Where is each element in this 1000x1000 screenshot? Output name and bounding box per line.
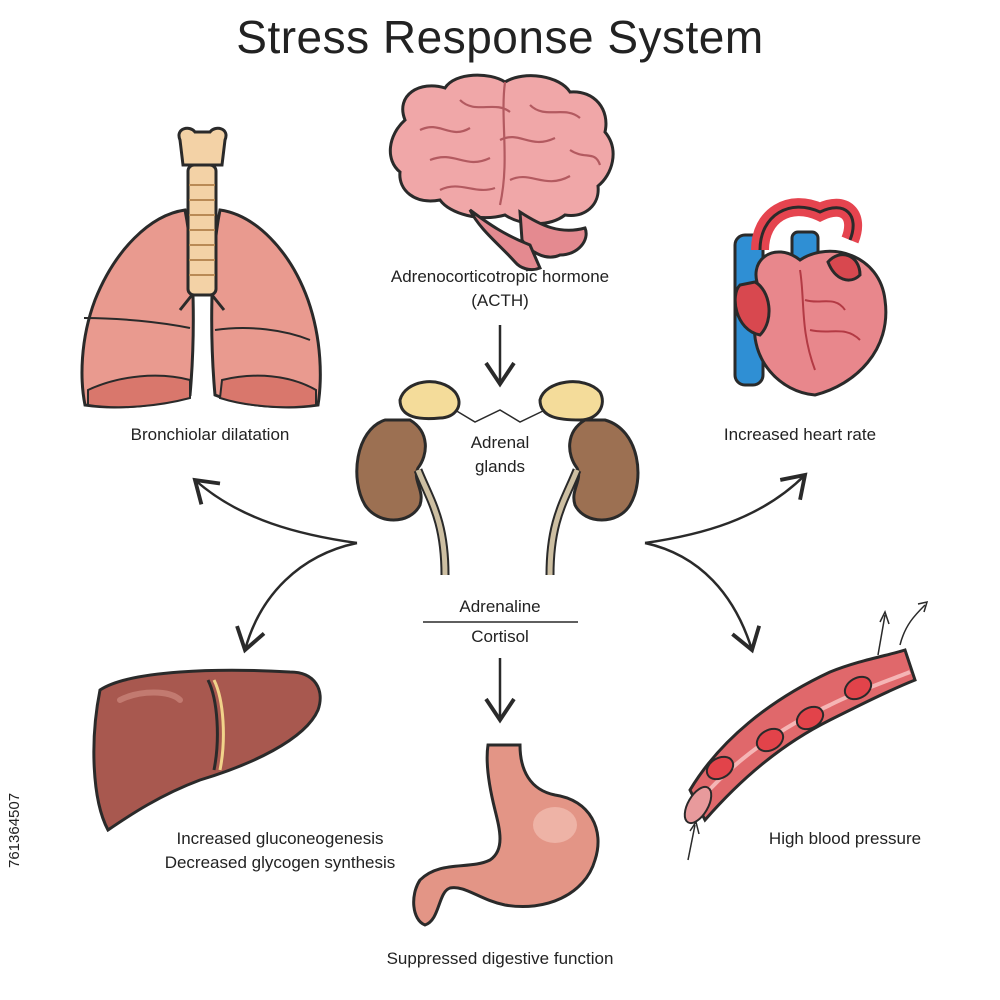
heart-illustration <box>733 198 888 397</box>
lungs-illustration <box>80 126 322 409</box>
brain-label-line2: (ACTH) <box>471 291 529 310</box>
hormone-label-cortisol: Cortisol <box>471 627 529 646</box>
liver-label-line2: Decreased glycogen synthesis <box>164 853 396 872</box>
hormone-label-adrenaline: Adrenaline <box>459 597 541 616</box>
liver-illustration <box>92 668 322 833</box>
heart-label: Increased heart rate <box>723 425 877 444</box>
adrenal-label-line1: Adrenal <box>470 433 530 452</box>
stomach-label: Suppressed digestive function <box>386 949 614 968</box>
kidneys-illustration <box>355 380 640 576</box>
arrow-to-liver <box>235 541 358 654</box>
diagram-title: Stress Response System <box>236 11 764 63</box>
lungs-label: Bronchiolar dilatation <box>130 425 290 444</box>
brain-illustration <box>388 73 615 272</box>
adrenal-label-line2: glands <box>474 457 526 476</box>
blood-vessel-illustration <box>683 600 929 861</box>
stomach-illustration <box>412 743 600 927</box>
brain-label-line1: Adrenocorticotropic hormone <box>390 267 610 286</box>
arrow-to-heart <box>644 472 808 545</box>
arrow-to-vessel <box>644 541 762 654</box>
flow-arrows <box>192 325 808 724</box>
arrow-to-lungs <box>192 477 358 545</box>
side-id-code: 761364507 <box>6 792 23 868</box>
liver-label-line1: Increased gluconeogenesis <box>176 829 384 848</box>
vessel-label: High blood pressure <box>768 829 922 848</box>
